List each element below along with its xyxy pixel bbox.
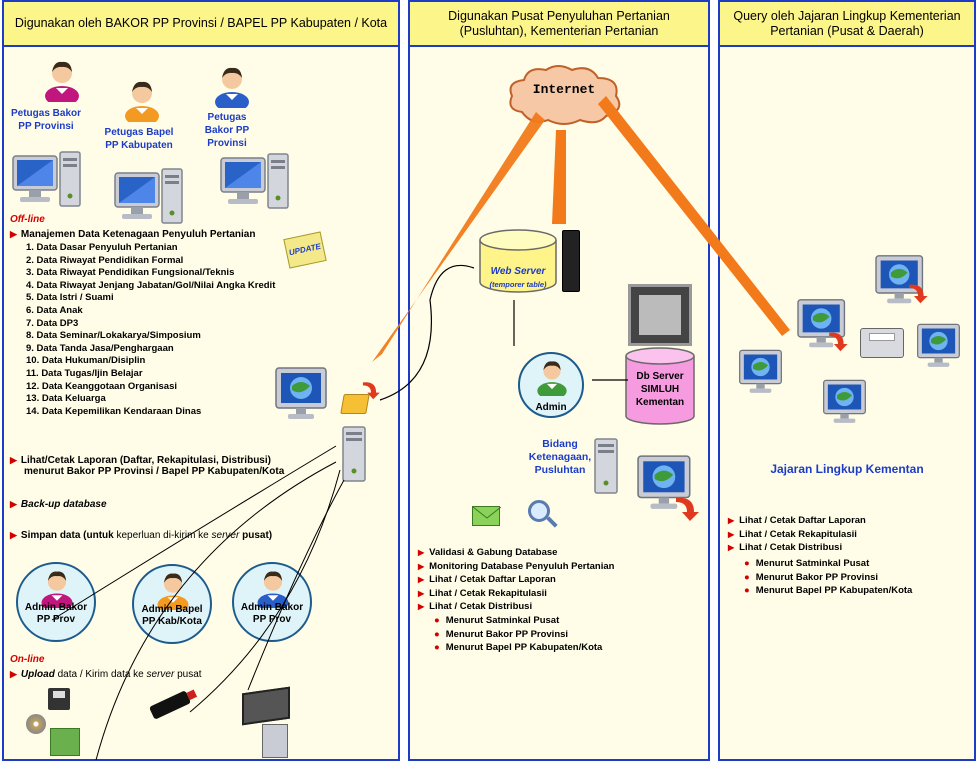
list-item: ▶Lihat / Cetak Rekapitulasii <box>728 528 857 540</box>
list-item: ●Menurut Bakor PP Provinsi <box>434 628 569 640</box>
jajaran-title: Jajaran Lingkup Kementan <box>770 462 924 476</box>
list-item: ▶Lihat / Cetak Distribusi <box>418 601 533 612</box>
petugas-bakor-1-label: Petugas Bakor PP Provinsi <box>10 108 82 132</box>
disc-case-icon <box>50 728 80 756</box>
list-item: ▶Lihat / Cetak Daftar Laporan <box>728 515 866 526</box>
backup-line: ▶Back-up database <box>10 499 107 510</box>
middle-column-title: Digunakan Pusat Penyuluhan Pertanian (Pu… <box>410 2 708 47</box>
floppy-disk-icon <box>48 688 70 710</box>
admin-label: Admin <box>535 402 567 413</box>
list-item: 11. Data Tugas/Ijin Belajar <box>26 367 143 379</box>
connector-drive <box>247 479 345 691</box>
right-functions-list: ▶Lihat / Cetak Daftar Laporan ▶Lihat / Ce… <box>728 514 866 555</box>
bidang-label: Bidang Ketenagaan, Pusluhtan <box>528 438 592 476</box>
petugas-bapel-label: Petugas Bapel PP Kabupaten <box>104 127 174 151</box>
list-item: ▶Lihat / Cetak Rekapitulasii <box>418 587 547 599</box>
list-item: ●Menurut Bakor PP Provinsi <box>744 571 879 583</box>
mail-icon <box>472 506 502 526</box>
server-cabinet-icon <box>628 284 692 346</box>
list-item: 9. Data Tanda Jasa/Penghargaan <box>26 342 174 354</box>
connector-disc <box>95 461 337 761</box>
list-item: 12. Data Keanggotaan Organisasi <box>26 380 177 392</box>
list-item: ●Menurut Satminkal Pusat <box>434 615 560 626</box>
admin-circle: Admin <box>518 352 584 418</box>
lightning-right <box>598 96 790 336</box>
right-distribusi-list: ●Menurut Satminkal Pusat ●Menurut Bakor P… <box>744 557 912 598</box>
admin-bapel-circle: Admin Bapel PP Kab/Kota <box>132 564 212 644</box>
web-server-title: Web Server <box>490 266 546 277</box>
list-item: 10. Data Hukuman/Disiplin <box>26 355 146 367</box>
printer-icon <box>860 328 904 358</box>
list-item: ▶Lihat / Cetak Distribusi <box>728 542 843 553</box>
list-item: ●Menurut Bapel PP Kabupaten/Kota <box>434 642 603 653</box>
cd-disc-icon <box>26 714 46 734</box>
list-item: 3. Data Riwayat Pendidikan Fungsional/Te… <box>26 267 235 279</box>
manage-title: ▶Manajemen Data Ketenagaan Penyuluh Pert… <box>10 229 256 240</box>
lightning-middle <box>552 130 566 224</box>
middle-distribusi-list: ●Menurut Satminkal Pusat ●Menurut Bakor P… <box>434 614 602 655</box>
offline-label: Off-line <box>10 214 45 225</box>
right-column: Query oleh Jajaran Lingkup Kementerian P… <box>718 0 976 761</box>
list-item: ●Menurut Bapel PP Kabupaten/Kota <box>744 585 913 596</box>
list-item: 5. Data Istri / Suami <box>26 292 114 304</box>
list-item: 14. Data Kepemilikan Kendaraan Dinas <box>26 405 202 417</box>
hard-disk-icon <box>262 724 288 758</box>
list-item: ●Menurut Satminkal Pusat <box>744 558 870 569</box>
admin-bakor-2-circle: Admin Bakor PP Prov <box>232 562 312 642</box>
db-server-icon <box>625 347 695 425</box>
petugas-bakor-2-label: Petugas Bakor PP Provinsi <box>204 112 250 149</box>
connector-webserver <box>379 264 475 401</box>
internet-label: Internet <box>532 82 596 97</box>
online-label: On-line <box>10 654 45 665</box>
right-column-title: Query oleh Jajaran Lingkup Kementerian P… <box>720 2 974 47</box>
list-item: 1. Data Dasar Penyuluh Pertanian <box>26 242 178 253</box>
upload-line: ▶Upload data / Kirim data ke server pusa… <box>10 669 202 680</box>
lightning-left <box>372 112 545 362</box>
admin-bakor-2-label: Admin Bakor PP Prov <box>240 602 304 625</box>
list-item: 4. Data Riwayat Jenjang Jabatan/Gol/Nila… <box>26 279 276 291</box>
list-item: 2. Data Riwayat Pendidikan Formal <box>26 254 184 266</box>
admin-bapel-label: Admin Bapel PP Kab/Kota <box>141 604 203 627</box>
web-server-subtitle: (temporer table) <box>489 280 547 289</box>
search-magnifier-icon <box>528 500 558 530</box>
list-item: ▶Monitoring Database Penyuluh Pertanian <box>418 560 615 572</box>
internet-cloud-icon <box>509 65 621 125</box>
list-item: ▶Lihat / Cetak Daftar Laporan <box>418 574 556 585</box>
rack-server-icon <box>562 230 580 292</box>
report-line-2: menurut Bakor PP Provinsi / Bapel PP Kab… <box>24 466 285 477</box>
list-item: ▶Validasi & Gabung Database <box>418 547 558 558</box>
admin-bakor-1-label: Admin Bakor PP Prov <box>24 602 88 625</box>
web-server-db-icon <box>479 229 557 293</box>
list-item: 6. Data Anak <box>26 304 83 316</box>
save-line: ▶Simpan data (untuk keperluan di-kirim k… <box>10 530 273 541</box>
db-server-label: Db Server SIMLUH Kementan <box>635 371 685 408</box>
admin-bakor-1-circle: Admin Bakor PP Prov <box>16 562 96 642</box>
left-column-title: Digunakan oleh BAKOR PP Provinsi / BAPEL… <box>4 2 398 47</box>
report-line: ▶Lihat/Cetak Laporan (Daftar, Rekapitula… <box>10 455 271 466</box>
list-item: 13. Data Keluarga <box>26 393 106 405</box>
connector-admin1 <box>51 445 337 621</box>
connector-usb <box>189 469 341 713</box>
list-item: 7. Data DP3 <box>26 317 79 329</box>
list-item: 8. Data Seminar/Lokakarya/Simposium <box>26 330 201 342</box>
left-column: Digunakan oleh BAKOR PP Provinsi / BAPEL… <box>2 0 400 761</box>
middle-functions-list: ▶Validasi & Gabung Database ▶Monitoring D… <box>418 546 614 614</box>
